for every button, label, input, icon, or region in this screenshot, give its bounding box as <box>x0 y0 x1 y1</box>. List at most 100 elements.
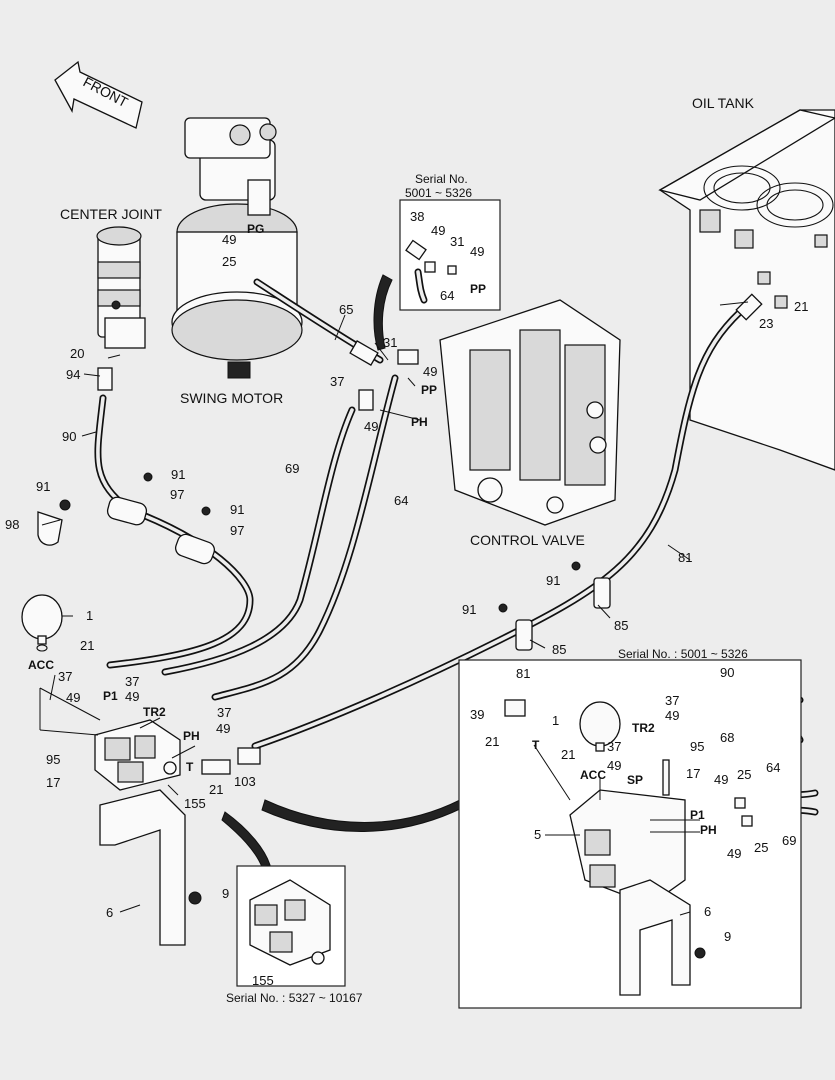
part-103: 103 <box>234 774 256 789</box>
part-91-c: 91 <box>230 502 244 517</box>
part-68: 68 <box>720 730 734 745</box>
part-90: 90 <box>62 429 76 444</box>
part-1-inset: 1 <box>552 713 559 728</box>
part-1: 1 <box>86 608 93 623</box>
part-37: 37 <box>330 374 344 389</box>
callout-arrow-bottom <box>221 811 271 868</box>
part-numbers: 49 25 38 49 31 49 64 65 31 49 37 49 69 6… <box>5 209 808 988</box>
part-155-inset: 155 <box>252 973 274 988</box>
port-t-inset: T <box>532 738 540 752</box>
part-38: 38 <box>410 209 424 224</box>
part-69: 69 <box>285 461 299 476</box>
part-95-inset: 95 <box>690 739 704 754</box>
part-49-c: 49 <box>216 721 230 736</box>
part-49-inset-f: 49 <box>727 846 741 861</box>
part-64-inset-b: 64 <box>766 760 780 775</box>
swing-motor-label: SWING MOTOR <box>180 390 283 406</box>
part-20: 20 <box>70 346 84 361</box>
swing-motor: SWING MOTOR <box>171 117 303 406</box>
part-21-tank: 21 <box>794 299 808 314</box>
serial-right: Serial No. : 5001 ~ 5326 <box>618 647 748 661</box>
part-25-inset-b: 25 <box>754 840 768 855</box>
part-6: 6 <box>106 905 113 920</box>
clamps <box>37 293 763 765</box>
part-25-inset-a: 25 <box>737 767 751 782</box>
callout-arrow-top <box>373 274 393 351</box>
part-23: 23 <box>759 316 773 331</box>
part-37-a: 37 <box>58 669 72 684</box>
accumulator-left <box>21 594 63 652</box>
inset-top-parts <box>405 239 457 304</box>
callout-arrow-right <box>261 799 463 832</box>
part-21-acc: 21 <box>80 638 94 653</box>
part-85-b: 85 <box>552 642 566 657</box>
part-49-inset-c: 49 <box>665 708 679 723</box>
part-85-a: 85 <box>614 618 628 633</box>
part-21-inset-a: 21 <box>485 734 499 749</box>
part-31: 31 <box>383 335 397 350</box>
oil-tank: OIL TANK <box>658 95 835 471</box>
part-81: 81 <box>678 550 692 565</box>
part-21-left: 21 <box>209 782 223 797</box>
port-pg: PG <box>247 222 264 236</box>
control-valve: CONTROL VALVE <box>439 299 621 548</box>
part-31-inset: 31 <box>450 234 464 249</box>
leader-lines <box>39 301 749 916</box>
part-21-inset-b: 21 <box>561 747 575 762</box>
part-49-inset-d: 49 <box>607 758 621 773</box>
inset-bottom-parts <box>249 879 331 966</box>
port-pp-inset: PP <box>470 282 486 296</box>
part-64-inset: 64 <box>440 288 454 303</box>
port-p1: P1 <box>103 689 118 703</box>
part-37-c: 37 <box>217 705 231 720</box>
part-49-inset-b: 49 <box>470 244 484 259</box>
part-17: 17 <box>46 775 60 790</box>
part-49-valve-a: 49 <box>423 364 437 379</box>
oil-tank-label: OIL TANK <box>692 95 755 111</box>
part-98: 98 <box>5 517 19 532</box>
inset-right-parts <box>504 699 753 996</box>
control-valve-label: CONTROL VALVE <box>470 532 585 548</box>
part-37-inset-a: 37 <box>665 693 679 708</box>
serial-top-line1: Serial No. <box>415 172 468 186</box>
part-81-inset: 81 <box>516 666 530 681</box>
port-pp: PP <box>421 383 437 397</box>
serial-top-line2: 5001 ~ 5326 <box>405 186 472 200</box>
port-t: T <box>186 760 194 774</box>
part-49-b: 49 <box>125 689 139 704</box>
center-joint: CENTER JOINT <box>60 206 162 349</box>
part-97-a: 97 <box>170 487 184 502</box>
port-sp-inset: SP <box>627 773 643 787</box>
part-6-inset: 6 <box>704 904 711 919</box>
part-49-inset-a: 49 <box>431 223 445 238</box>
part-94: 94 <box>66 367 80 382</box>
port-ph: PH <box>411 415 428 429</box>
port-tr2-inset: TR2 <box>632 721 655 735</box>
part-91-e: 91 <box>462 602 476 617</box>
part-39: 39 <box>470 707 484 722</box>
serial-bottom: Serial No. : 5327 ~ 10167 <box>226 991 363 1005</box>
port-p1-inset: P1 <box>690 808 705 822</box>
port-ph-inset: PH <box>700 823 717 837</box>
port-ph-left: PH <box>183 729 200 743</box>
part-95: 95 <box>46 752 60 767</box>
port-acc-inset: ACC <box>580 768 606 782</box>
part-37-b: 37 <box>125 674 139 689</box>
part-5: 5 <box>534 827 541 842</box>
part-97-b: 97 <box>230 523 244 538</box>
part-17-inset: 17 <box>686 766 700 781</box>
port-labels: PG PP PP PH ACC P1 TR2 PH T TR2 T ACC SP… <box>28 222 717 837</box>
part-49-motor: 49 <box>222 232 236 247</box>
part-91-d: 91 <box>546 573 560 588</box>
part-155: 155 <box>184 796 206 811</box>
part-69-inset: 69 <box>782 833 796 848</box>
part-49-inset-e: 49 <box>714 772 728 787</box>
solenoid-block-left <box>94 719 231 946</box>
part-49-valve-b: 49 <box>364 419 378 434</box>
part-37-inset-b: 37 <box>607 739 621 754</box>
part-25-motor: 25 <box>222 254 236 269</box>
part-91-a: 91 <box>171 467 185 482</box>
part-90-inset: 90 <box>720 665 734 680</box>
part-9-inset: 9 <box>724 929 731 944</box>
part-64: 64 <box>394 493 408 508</box>
